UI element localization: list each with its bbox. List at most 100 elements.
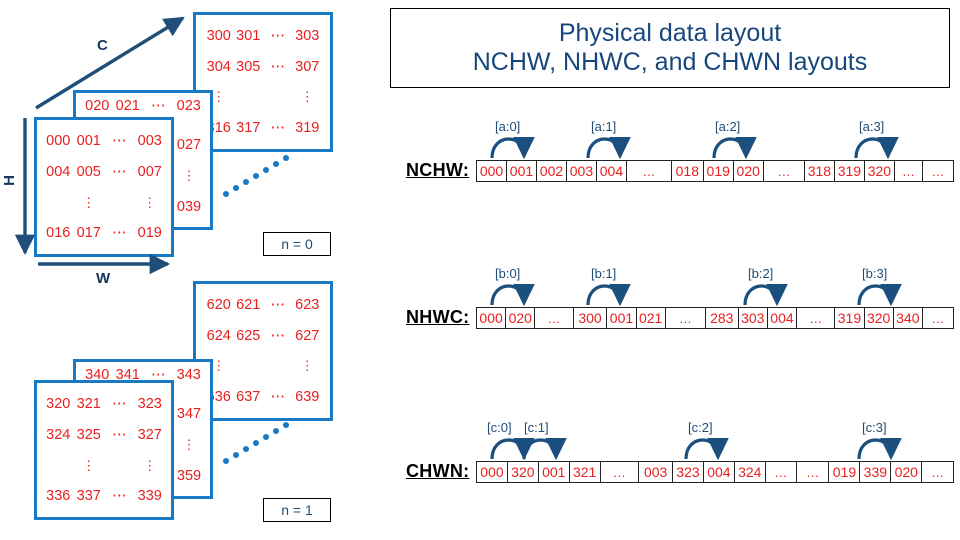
axis-label-h: H [0, 175, 18, 186]
cell: 323 [137, 396, 162, 412]
layout-strip-chwn: 000 320 001 321 … 003 323 004 324 … … 01… [476, 461, 954, 483]
cell: ⋯ [270, 297, 286, 314]
strip-cell: 320 [865, 308, 894, 328]
cell: 324 [46, 426, 71, 443]
strip-cell: 319 [835, 161, 865, 181]
axis-label-w: W [96, 270, 111, 287]
strip-cell: 320 [508, 462, 539, 482]
strip-cell: … [931, 163, 945, 179]
strip-cell: 001 [607, 308, 637, 328]
strip-cell: … [931, 464, 945, 480]
layout-label-nchw: NCHW: [406, 160, 470, 180]
depth-dots-n1 [223, 422, 289, 464]
cell: 000 [46, 133, 71, 149]
strip-cell: 321 [570, 462, 601, 482]
arrow-label-b1: [b:1] [591, 266, 617, 281]
cell: 020 [85, 98, 110, 114]
cell: ⋯ [151, 367, 166, 383]
arrow-label-a0: [a:0] [495, 119, 521, 134]
strip-cell: 002 [537, 161, 567, 181]
strip-cell: 318 [805, 161, 835, 181]
cell: ⋮ [143, 194, 157, 210]
strip-cell: 003 [567, 161, 597, 181]
cell: 325 [76, 426, 101, 443]
layout-strip-nchw: 000 001 002 003 004 … 018 019 020 … 318 … [476, 160, 954, 182]
front-slice-grid-n0: 000 001 ⋯ 003 004 005 ⋯ 007 ⋮ ⋮ 016 017 … [43, 126, 165, 248]
cell: ⋮ [182, 436, 196, 452]
cell: ⋯ [112, 224, 127, 241]
cell: 307 [295, 58, 320, 75]
cell: 019 [137, 224, 162, 241]
strip-cell: … [797, 308, 836, 328]
nchw-arrows [490, 136, 899, 160]
arrow-label-b0: [b:0] [495, 266, 521, 281]
strip-cell: 001 [539, 462, 570, 482]
strip-cell: … [895, 161, 923, 181]
cell: 027 [176, 136, 202, 153]
strip-cell: 340 [894, 308, 923, 328]
cell: ⋮ [300, 358, 314, 374]
strip-cell: 339 [860, 462, 892, 482]
cell: 320 [46, 396, 71, 412]
strip-cell: 303 [739, 308, 768, 328]
cell: ⋮ [300, 89, 314, 105]
strip-cell: 319 [835, 308, 865, 328]
strip-cell: 000 [477, 308, 507, 328]
cell: ⋮ [182, 167, 196, 183]
cell: 003 [137, 133, 162, 149]
cell: 623 [295, 297, 320, 314]
strip-cell: 004 [768, 308, 798, 328]
cell: 005 [76, 163, 101, 180]
cell: 317 [236, 119, 261, 136]
strip-cell: … [764, 161, 805, 181]
cell: 039 [176, 198, 202, 215]
cell: 304 [206, 58, 231, 75]
cell: 305 [236, 58, 261, 75]
arrow-label-c3: [c:3] [862, 420, 887, 435]
batch-tag-n0: n = 0 [263, 232, 331, 256]
tensor-back-slice-n1: 620 621 ⋯ 623 624 625 ⋯ 627 ⋮ ⋮ 636 637 … [193, 281, 333, 421]
cell: 343 [176, 367, 201, 383]
cell: ⋮ [143, 457, 157, 473]
layout-label-nhwc: NHWC: [406, 307, 470, 327]
tensor-front-slice-n1: 320 321 ⋯ 323 324 325 ⋯ 327 ⋮ ⋮ 336 337 … [34, 380, 174, 520]
cell: ⋯ [112, 396, 127, 412]
cell: 624 [206, 327, 231, 344]
cell: ⋮ [212, 89, 226, 105]
cell: 004 [46, 163, 71, 180]
axis-label-c: C [97, 37, 108, 54]
cell: 321 [76, 396, 101, 412]
cell: 300 [206, 28, 231, 45]
chwn-arrows [490, 437, 902, 461]
arrow-label-a3: [a:3] [859, 119, 885, 134]
cell: ⋯ [270, 119, 286, 136]
cell: 625 [236, 327, 261, 344]
cell: 021 [115, 98, 140, 114]
cell: 319 [295, 119, 320, 136]
cell: 340 [85, 367, 110, 383]
mid-slice-top-row-n1: 340 341 ⋯ 343 [82, 367, 204, 383]
cell: ⋯ [270, 327, 286, 344]
cell: 336 [46, 487, 71, 504]
arrow-label-c0: [c:0] [487, 420, 512, 435]
cell: 016 [46, 224, 71, 241]
strip-cell: 020 [734, 161, 764, 181]
strip-cell: … [601, 462, 640, 482]
cell: 301 [236, 28, 261, 45]
strip-cell: … [666, 308, 706, 328]
arrow-label-c1: [c:1] [524, 420, 549, 435]
strip-cell: 018 [672, 161, 704, 181]
title-line-1: Physical data layout [558, 18, 782, 47]
strip-cell: 300 [574, 308, 608, 328]
strip-cell: 000 [477, 462, 508, 482]
strip-cell: 283 [706, 308, 739, 328]
cell: ⋮ [82, 194, 96, 210]
strip-cell: … [797, 462, 830, 482]
cell: 627 [295, 327, 320, 344]
back-slice-grid-n1: 620 621 ⋯ 623 624 625 ⋯ 627 ⋮ ⋮ 636 637 … [204, 290, 322, 412]
strip-cell: 019 [829, 462, 861, 482]
cell: ⋯ [270, 388, 286, 405]
cell: ⋯ [151, 98, 166, 114]
arrow-label-a2: [a:2] [715, 119, 741, 134]
